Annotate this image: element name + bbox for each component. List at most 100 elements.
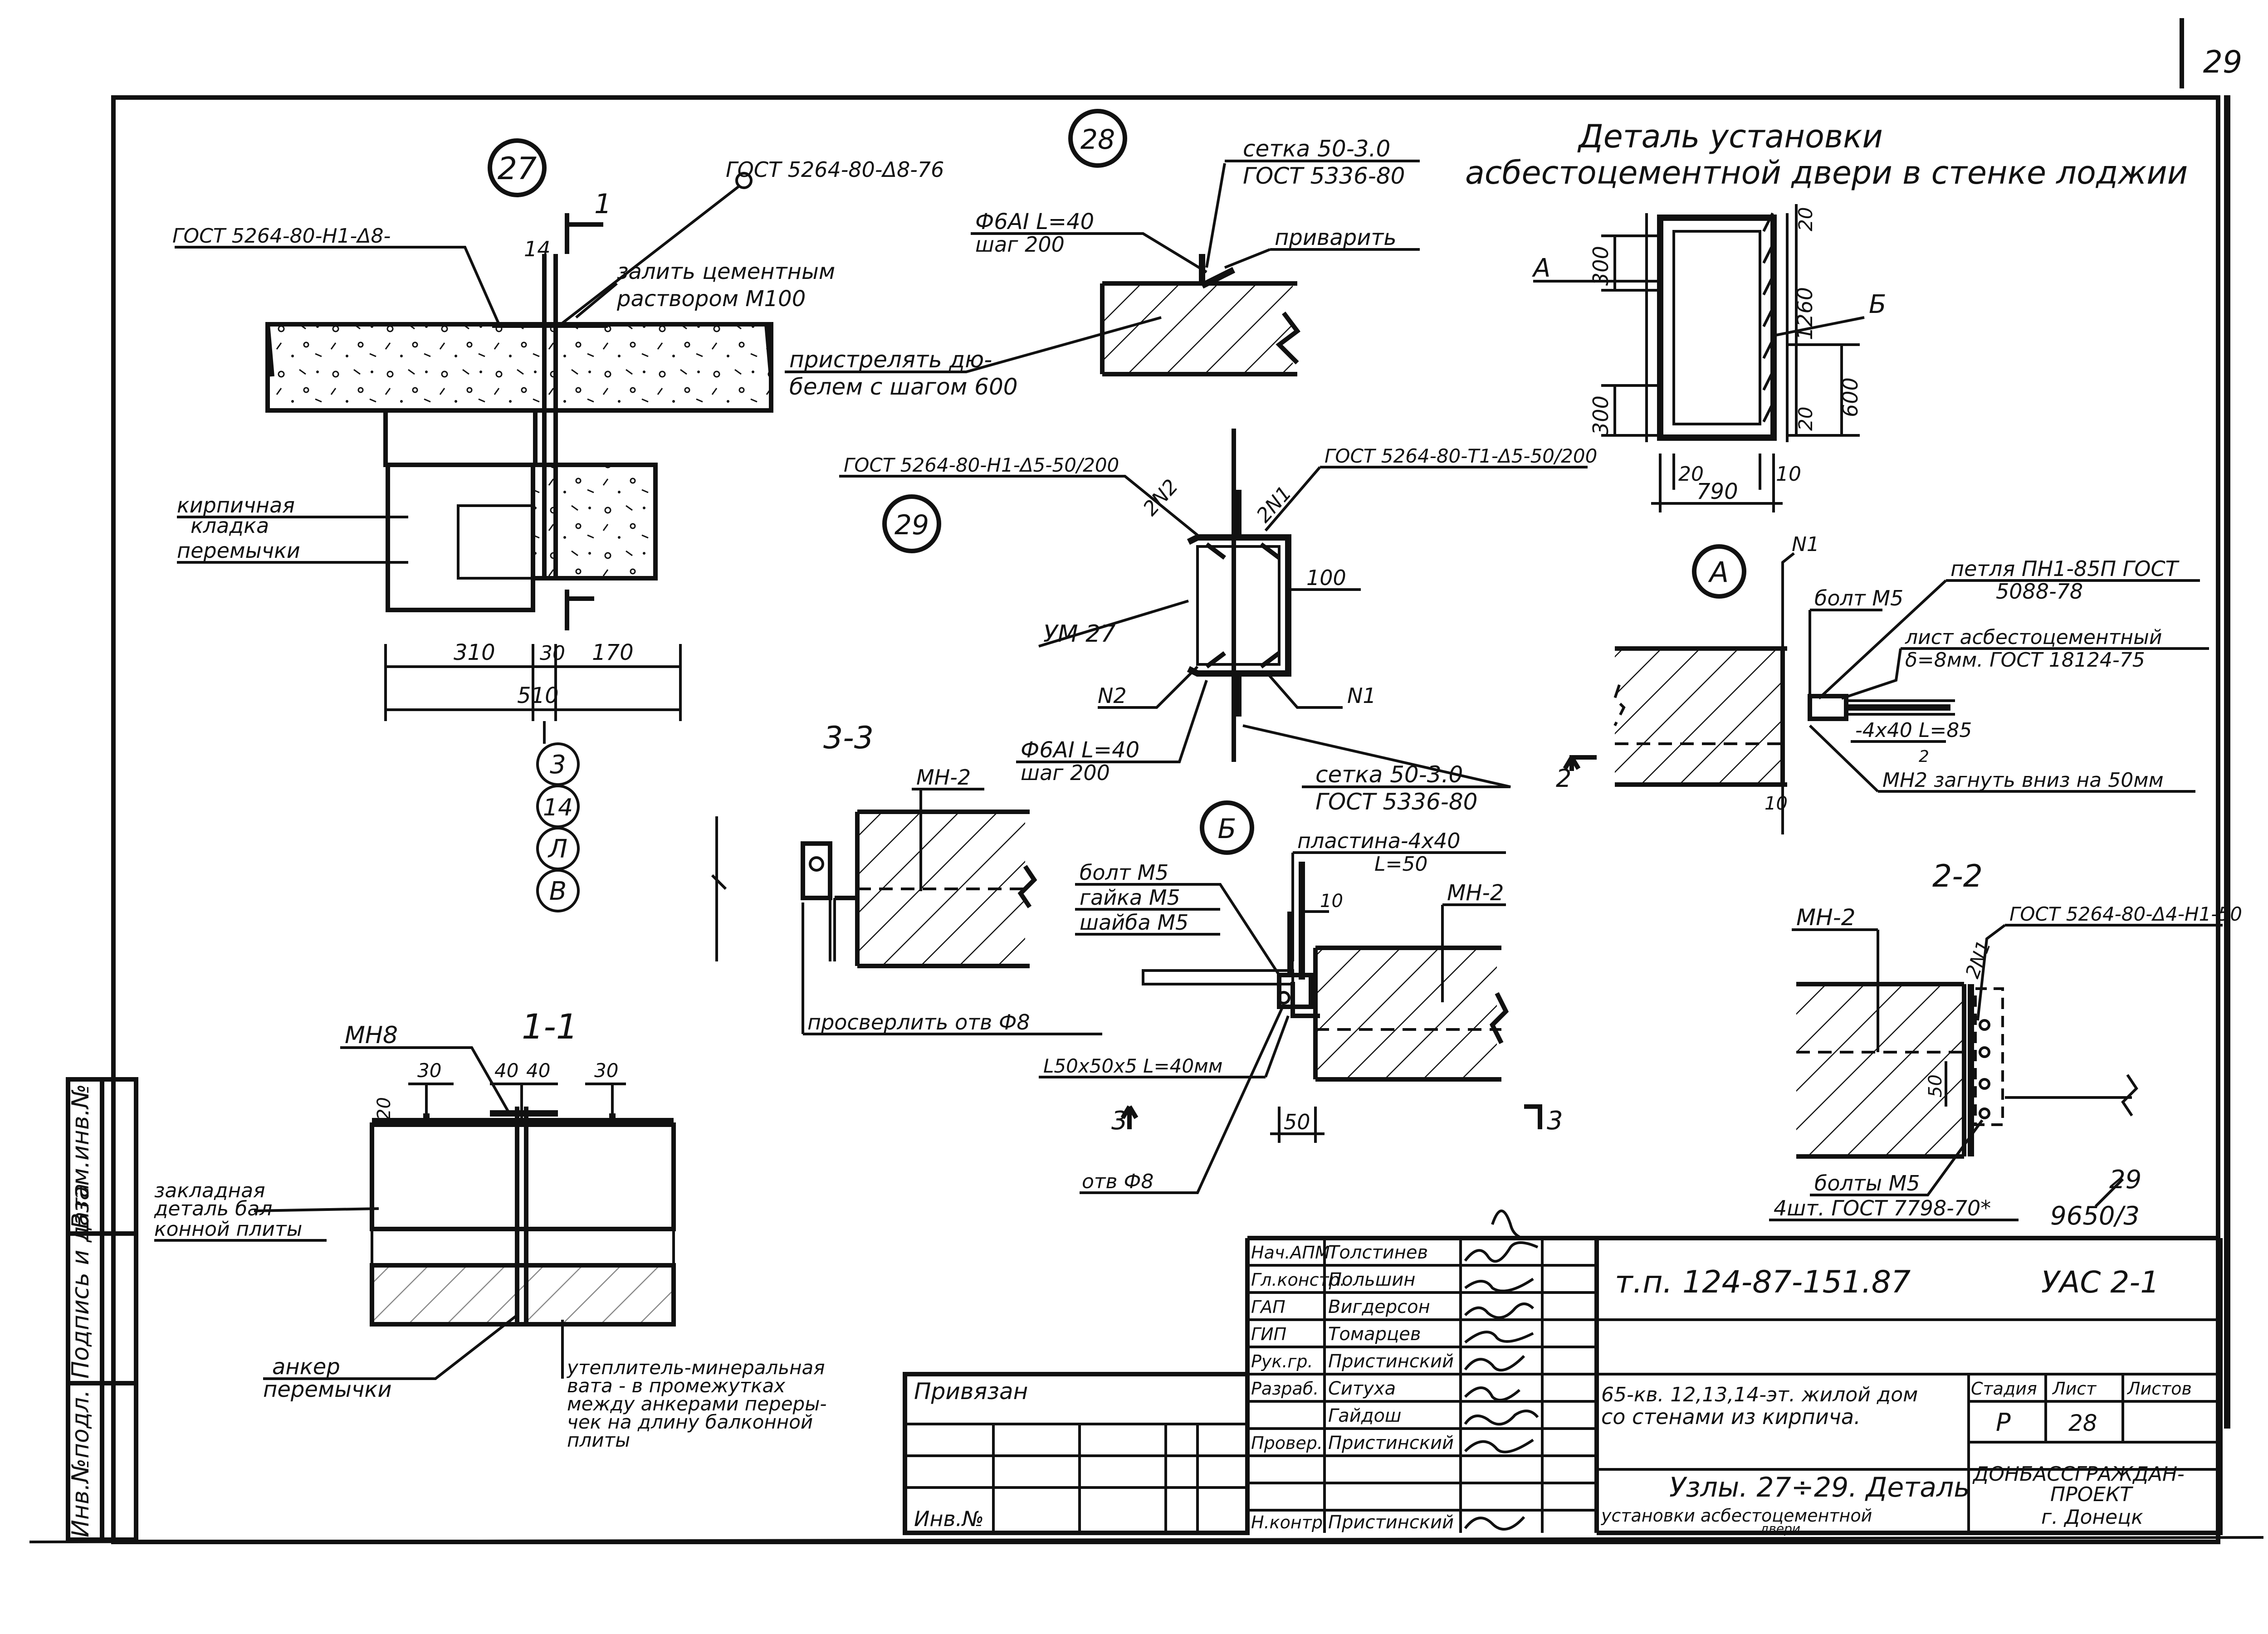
- margin-stamp-sign: Подпись и дата: [67, 1183, 94, 1379]
- title-role-11: Н.контр.: [1251, 1512, 1328, 1532]
- title-desc-1: 65-кв. 12,13,14-эт. жилой дом: [1601, 1383, 1918, 1406]
- detail-b-washer: шайба М5: [1080, 910, 1188, 935]
- title-role-8: Провер.: [1251, 1433, 1323, 1453]
- title-org-3: г. Донецк: [2041, 1506, 2143, 1529]
- section-1-1-title: 1-1: [522, 1006, 578, 1047]
- node-27-axis-2: 14: [543, 794, 573, 821]
- node-28-marker: [1068, 109, 1127, 168]
- door-dim-600: 600: [1838, 377, 1862, 417]
- node-29-mesh: сетка 50-3.0: [1315, 761, 1463, 788]
- door-dim-790: 790: [1696, 479, 1738, 504]
- node-28-dowel: пристрелять дю-: [789, 346, 992, 373]
- node-27-gost-left: ГОСТ 5264-80-Н1-Δ8-: [172, 224, 391, 248]
- title-name-8: Пристинский: [1328, 1433, 1454, 1454]
- node-29-marker: [882, 494, 941, 553]
- title-sheet: 28: [2068, 1410, 2097, 1436]
- node-27-note-brick-3: перемычки: [177, 538, 300, 563]
- margin-stamp-replace: Взам.инв.№: [67, 1084, 94, 1229]
- album-sheet-of: 29: [2109, 1165, 2141, 1195]
- node-28-bar: Ф6АI L=40: [975, 209, 1094, 234]
- node-29-mesh-gost: ГОСТ 5336-80: [1315, 789, 1477, 815]
- margin-stamp-inv: Инв.№подл.: [67, 1390, 94, 1537]
- detail-a-bolt: болт М5: [1814, 586, 1903, 610]
- title-role-4: ГИП: [1251, 1324, 1286, 1344]
- node-29-gost-right: ГОСТ 5264-80-Т1-Δ5-50/200: [1325, 445, 1597, 467]
- page-number: 29: [2180, 18, 2243, 88]
- sheet-frame: [29, 95, 2264, 1544]
- section-2-2-title: 2-2: [1932, 858, 1983, 894]
- detail-b-dim-50: 50: [1284, 1110, 1310, 1134]
- section-1-1-dim-30b: 30: [594, 1059, 618, 1082]
- door-detail: Деталь установки асбестоцементной двери …: [1465, 118, 2188, 512]
- detail-a-hinge: петля ПН1-85П ГОСТ: [1950, 556, 2180, 581]
- detail-a-n1: N1: [1792, 533, 1819, 556]
- detail-b-angle: L50х50х5 L=40мм: [1043, 1055, 1222, 1077]
- node-29-n2-top: 2N2: [1139, 475, 1183, 520]
- title-name-4: Томарцев: [1328, 1324, 1421, 1345]
- node-27-note-grout: залить цементным: [617, 259, 835, 284]
- section-1-1-dim-20: 20: [374, 1097, 395, 1120]
- title-name-5: Пристинский: [1328, 1351, 1454, 1372]
- door-dim-20-top: 20: [1794, 207, 1817, 231]
- node-28-mesh-gost: ГОСТ 5336-80: [1243, 163, 1405, 189]
- detail-a-dim-10: 10: [1765, 793, 1788, 814]
- detail-a-mn2: МН2 загнуть вниз на 50мм: [1882, 769, 2164, 792]
- section-1-1-insul: утеплитель-минеральная: [566, 1356, 825, 1379]
- node-29-n1-top: 2N1: [1252, 482, 1296, 527]
- door-title-1: Деталь установки: [1577, 118, 1883, 155]
- detail-b-dim-10: 10: [1320, 891, 1343, 912]
- svg-text:Б: Б: [1217, 813, 1236, 845]
- svg-text:28: 28: [1080, 124, 1115, 156]
- detail-b-hole: отв Ф8: [1082, 1170, 1154, 1193]
- section-2-2-bolts-2: 4шт. ГОСТ 7798-70*: [1774, 1196, 1991, 1220]
- title-nodes-3: двери: [1760, 1521, 1800, 1536]
- detail-a-marker: [1692, 544, 1746, 599]
- door-axis-b: Б: [1869, 290, 1886, 319]
- title-block-inv: Инв.№: [914, 1507, 984, 1531]
- node-27-dim-30: 30: [540, 642, 565, 665]
- title-name-11: Пристинский: [1328, 1512, 1454, 1533]
- detail-b-mark3-right: 3: [1547, 1106, 1563, 1136]
- section-3-3-mn2: МН-2: [916, 765, 971, 790]
- node-27-axis-3: Л: [547, 834, 567, 864]
- door-dim-1260: 1260: [1793, 287, 1817, 340]
- detail-a-sheet-2: δ=8мм. ГОСТ 18124-75: [1905, 649, 2145, 672]
- title-role-3: ГАП: [1251, 1297, 1286, 1317]
- svg-text:27: 27: [498, 151, 537, 187]
- node-27-dim-310: 310: [454, 640, 495, 665]
- node-27-dim-170: 170: [592, 640, 634, 665]
- section-1-1-dim-30a: 30: [417, 1059, 441, 1082]
- section-1-1-dim-40b: 40: [526, 1059, 550, 1082]
- title-sheet-header: Лист: [2052, 1379, 2097, 1399]
- door-dim-10-w: 10: [1776, 463, 1801, 486]
- title-name-2: Польшин: [1328, 1269, 1415, 1290]
- section-2-2-dim-50: 50: [1925, 1074, 1946, 1097]
- node-29-bar: Ф6АI L=40: [1021, 737, 1139, 763]
- title-block-tied: Привязан: [914, 1378, 1028, 1405]
- node-27-axis-4: В: [549, 877, 567, 906]
- title-block: Привязан Инв.№ Нач.АПМ Гл.констр. ГАП ГИ…: [903, 1210, 2223, 1536]
- node-29-n1: N1: [1347, 683, 1376, 708]
- svg-text:А: А: [1708, 556, 1729, 589]
- node-27-dim-510: 510: [517, 683, 559, 708]
- section-1-1-embed-3: конной плиты: [154, 1218, 302, 1241]
- section-1-1-dim-40a: 40: [494, 1059, 518, 1082]
- page-number-text: 29: [2203, 44, 2243, 80]
- door-axis-a: А: [1532, 254, 1550, 283]
- title-desc-2: со стенами из кирпича.: [1601, 1405, 1861, 1429]
- node-29: ГОСТ 5264-80-Н1-Δ5-50/200 ГОСТ 5264-80-Т…: [839, 429, 1597, 815]
- detail-b-marker: [1200, 800, 1254, 855]
- title-nodes-2: установки асбестоцементной: [1601, 1506, 1872, 1526]
- section-1-1-insul-5: плиты: [567, 1429, 630, 1451]
- section-1-1: 1-1 МН8 30 40 40 30 20 закладная деталь …: [154, 1006, 827, 1451]
- svg-text:29: 29: [894, 509, 929, 541]
- title-role-2: Гл.констр.: [1251, 1270, 1345, 1290]
- node-29-gost-left: ГОСТ 5264-80-Н1-Δ5-50/200: [844, 454, 1119, 476]
- title-project: т.п. 124-87-151.87: [1615, 1264, 1911, 1300]
- detail-b: Б пластина-4х40 L=50 болт М5 гайка М5 ша…: [1039, 800, 1563, 1194]
- door-dim-20-w: 20: [1678, 463, 1704, 486]
- album-mark: 29 9650/3: [2050, 1165, 2141, 1231]
- door-dim-300-bottom: 300: [1589, 395, 1613, 435]
- detail-b-nut: гайка М5: [1080, 885, 1180, 910]
- section-1-1-anchor-2: перемычки: [263, 1377, 392, 1402]
